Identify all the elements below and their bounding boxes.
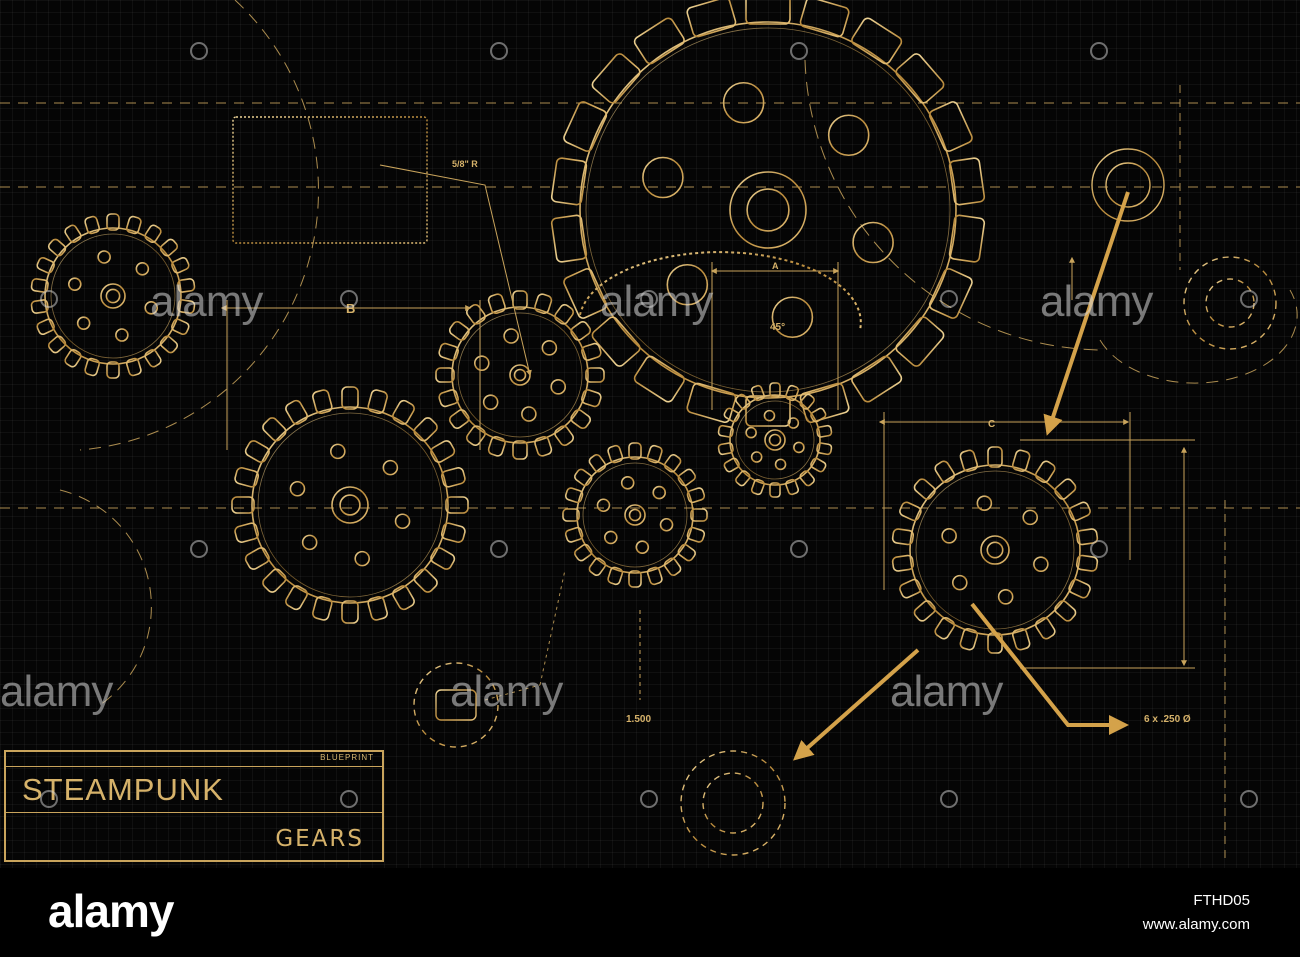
holes-label: 6 x .250 Ø xyxy=(1144,714,1191,725)
watermark-mark xyxy=(40,790,58,808)
dashed-circle-bottom-inner xyxy=(702,772,764,834)
guide-arc-main xyxy=(804,59,1101,351)
connector-dotted-2 xyxy=(484,684,541,701)
watermark-mark xyxy=(1090,540,1108,558)
watermark-mark xyxy=(190,540,208,558)
guide-arc-left-top xyxy=(79,0,319,451)
connector-dotted xyxy=(539,569,566,686)
watermark-mark xyxy=(640,290,658,308)
watermark-text: alamy xyxy=(150,277,263,326)
blueprint-canvas: B A C 5/8" R 45° 1.500 6 x .250 Ø BLUEPR… xyxy=(0,0,1300,868)
watermark-mark xyxy=(490,42,508,60)
target-ring-outer xyxy=(1091,148,1165,222)
stock-image-id: FTHD05 xyxy=(1193,892,1250,909)
watermark-text: alamy xyxy=(1040,277,1153,326)
watermark-mark xyxy=(940,790,958,808)
title-block-subtitle: BLUEPRINT xyxy=(320,753,374,762)
watermark-text: alamy xyxy=(0,667,113,716)
target-ring-inner xyxy=(1105,162,1151,208)
watermark-text: alamy xyxy=(890,667,1003,716)
stock-site-url: www.alamy.com xyxy=(1142,916,1250,933)
arrow-pointer-lower-left xyxy=(793,648,920,761)
watermark-mark xyxy=(490,540,508,558)
dashed-circle-right xyxy=(1183,256,1277,350)
watermark-mark xyxy=(340,290,358,308)
watermark-mark xyxy=(790,540,808,558)
watermark-mark xyxy=(40,290,58,308)
title-block-rule xyxy=(6,766,382,767)
diameter-label: 1.500 xyxy=(626,714,651,725)
guide-arc-right xyxy=(1099,289,1298,384)
dim-label-c: C xyxy=(988,419,995,430)
leader-radius xyxy=(379,164,532,377)
gear-large-top xyxy=(550,0,986,427)
gear-right xyxy=(891,446,1099,654)
angle-label: 45° xyxy=(770,322,785,333)
dim-label-b: B xyxy=(346,301,355,316)
watermark-mark xyxy=(340,790,358,808)
watermark-mark xyxy=(1090,42,1108,60)
arrow-pointer-down xyxy=(1043,191,1130,436)
watermark-mark xyxy=(640,790,658,808)
gear-center xyxy=(435,290,605,460)
stock-logo: alamy xyxy=(48,885,174,937)
watermark-mark xyxy=(940,290,958,308)
gear-center-lower xyxy=(562,442,708,588)
watermark-mark xyxy=(790,42,808,60)
gear-blueprint-drawing: B A C 5/8" R 45° 1.500 6 x .250 Ø xyxy=(0,0,1300,860)
dashed-circle-bottom xyxy=(680,750,786,856)
stock-footer: alamy FTHD05 www.alamy.com xyxy=(0,868,1300,957)
note-box xyxy=(232,116,428,244)
title-block-divider xyxy=(6,812,382,813)
watermark-mark xyxy=(1240,290,1258,308)
dim-label-a: A xyxy=(772,261,779,271)
drawing-subtitle: GEARS xyxy=(275,826,364,852)
title-block: BLUEPRINT STEAMPUNK GEARS xyxy=(4,750,384,862)
watermark-text: alamy xyxy=(450,667,563,716)
radius-label: 5/8" R xyxy=(452,159,478,169)
dashed-circle-left xyxy=(413,662,499,748)
watermark-mark xyxy=(1240,790,1258,808)
gear-small xyxy=(717,382,833,498)
gear-left-mid xyxy=(231,386,469,624)
arrow-pointer-holes xyxy=(970,602,1129,735)
watermark-mark xyxy=(190,42,208,60)
